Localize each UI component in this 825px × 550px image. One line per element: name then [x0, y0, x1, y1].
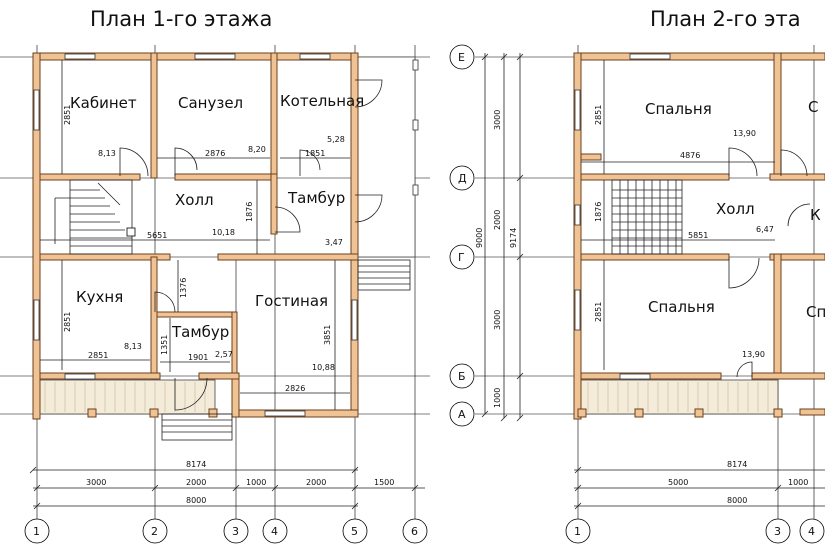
plan-2-stairs: [611, 179, 683, 255]
dim-3851: 3851: [323, 325, 332, 345]
dim-8174-2: 8174: [727, 460, 747, 469]
plan-1-inner-dim-lines: [40, 60, 350, 410]
dim-2851-top-2: 2851: [594, 105, 603, 125]
plan-2-inner-dim-lines: [581, 60, 775, 370]
dim-2851-kuhnya: 2851: [63, 312, 72, 332]
plan-1: План 1-го этажа: [0, 7, 430, 544]
room-label-spalnya-2: Спальня: [648, 298, 715, 316]
dim-1018: 10,18: [212, 228, 235, 237]
axis-label-3: 3: [232, 525, 239, 538]
row-axis-label-g: Г: [458, 251, 465, 264]
dim-528: 5,28: [327, 135, 345, 144]
dim-2851-bottom-2: 2851: [594, 302, 603, 322]
row-axis-label-d: Д: [458, 172, 467, 185]
dim-3000-bottom: 3000: [493, 310, 502, 330]
dim-2826: 2826: [285, 384, 305, 393]
dim-347: 3,47: [325, 238, 343, 247]
axis-label-2-3: 3: [774, 525, 781, 538]
plan-1-title: План 1-го этажа: [90, 7, 272, 31]
plan-1-side-porch: [354, 56, 416, 258]
plan-1-doors: [119, 79, 383, 411]
plan-2-outer-dims: [574, 466, 825, 510]
row-axis-label-b: Б: [458, 370, 466, 383]
dim-647: 6,47: [756, 225, 774, 234]
room-label-tambur-1: Тамбур: [287, 189, 345, 207]
axis-label-2-4: 4: [808, 525, 815, 538]
dim-9174: 9174: [509, 228, 518, 248]
dim-2000-b: 2000: [306, 478, 326, 487]
dim-1500: 1500: [374, 478, 394, 487]
room-label-tambur-2: Тамбур: [171, 323, 229, 341]
room-label-spalnya-1: Спальня: [645, 100, 712, 118]
dim-1851: 1851: [305, 149, 325, 158]
dim-1351: 1351: [160, 335, 169, 355]
dim-8174: 8174: [186, 460, 206, 469]
room-label-cp: Сп: [806, 303, 825, 321]
room-label-holl: Холл: [175, 191, 214, 209]
axis-label-1: 1: [33, 525, 40, 538]
row-axis-label-e: Е: [458, 51, 465, 64]
dim-1376: 1376: [179, 278, 188, 298]
dim-1088: 10,88: [312, 363, 335, 372]
dim-4876: 4876: [680, 151, 700, 160]
dim-1000-v: 1000: [493, 388, 502, 408]
dim-3000: 3000: [86, 478, 106, 487]
axis-label-2: 2: [151, 525, 158, 538]
dim-1390-bottom: 13,90: [742, 350, 765, 359]
plan-1-terrace: [36, 379, 216, 415]
dim-2876: 2876: [205, 149, 225, 158]
dim-8000: 8000: [186, 496, 206, 505]
dim-5651: 5651: [147, 231, 167, 240]
plan-2-title: План 2-го эта: [650, 7, 801, 31]
axis-label-4: 4: [271, 525, 278, 538]
dim-5851: 5851: [688, 231, 708, 240]
dim-820: 8,20: [248, 145, 266, 154]
plan-1-stairs: [54, 179, 136, 255]
dim-3000-top: 3000: [493, 110, 502, 130]
plan-2-windows: [574, 53, 671, 380]
dim-2851-kabinet: 2851: [63, 105, 72, 125]
dim-813-kuhnya: 8,13: [124, 342, 142, 351]
plan-2: План 2-го эта Е Д Г Б А: [449, 7, 825, 544]
room-label-c: С: [808, 98, 818, 116]
plan-1-outer-dims: [29, 466, 425, 510]
row-axis-label-a: А: [458, 408, 466, 421]
dim-1390-top: 13,90: [733, 129, 756, 138]
plan-1-entrance-steps: [161, 259, 411, 441]
plan-2-row-axis-markers: [449, 44, 475, 427]
axis-label-2-1: 1: [574, 525, 581, 538]
dim-1000: 1000: [246, 478, 266, 487]
room-label-gostinaya: Гостиная: [255, 292, 328, 310]
plan-2-terrace-hatch: [587, 382, 769, 412]
dim-8000-2: 8000: [727, 496, 747, 505]
plan-1-windows: [33, 53, 419, 417]
room-label-kuhnya: Кухня: [76, 288, 123, 306]
plan-2-axis-markers: [565, 518, 825, 544]
room-label-k: К: [810, 206, 821, 224]
dim-9000: 9000: [475, 228, 484, 248]
dim-1876-2: 1876: [594, 202, 603, 222]
plan-2-walls: [573, 52, 825, 420]
axis-label-5: 5: [351, 525, 358, 538]
dim-257: 2,57: [215, 350, 233, 359]
dim-2000-v: 2000: [493, 210, 502, 230]
dim-1901: 1901: [188, 353, 208, 362]
room-label-kabinet: Кабинет: [70, 94, 137, 112]
dim-2851-kuhnya-h: 2851: [88, 351, 108, 360]
room-label-holl-2: Холл: [716, 200, 755, 218]
dim-1000-2: 1000: [788, 478, 808, 487]
plan-2-vertical-dims: [481, 53, 524, 422]
plan-1-axis-markers: [24, 518, 428, 544]
plan-2-doors: [728, 147, 811, 378]
dim-813-kabinet: 8,13: [98, 149, 116, 158]
room-label-sanuzel: Санузел: [178, 94, 243, 112]
dim-5000: 5000: [668, 478, 688, 487]
axis-label-6: 6: [411, 525, 418, 538]
room-label-kotelnaya: Котельная: [280, 92, 364, 110]
dim-1876: 1876: [245, 202, 254, 222]
dim-2000-a: 2000: [186, 478, 206, 487]
